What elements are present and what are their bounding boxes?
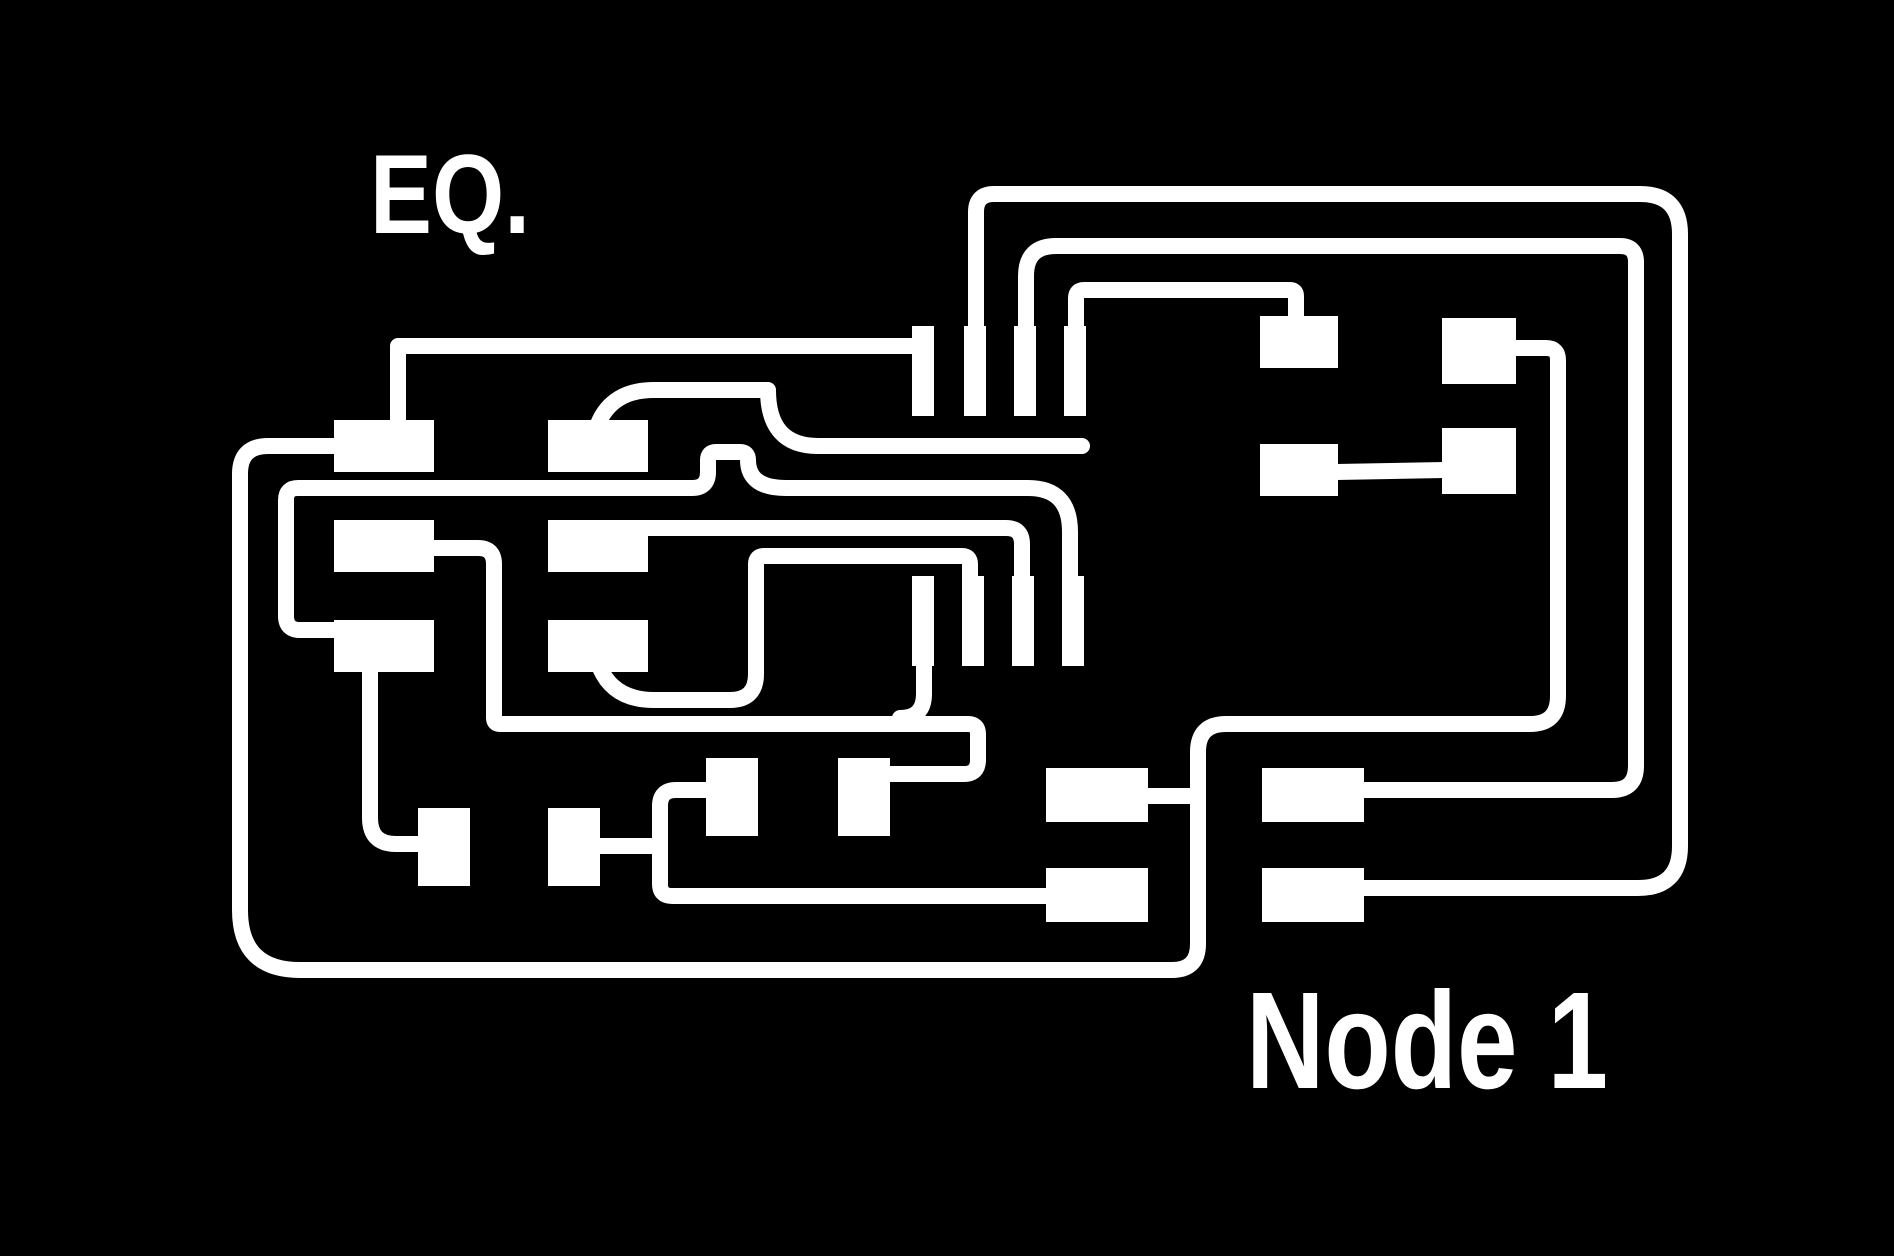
trace-left-column-down (362, 660, 428, 852)
trace-lower-pad-link (592, 782, 716, 854)
pad-lower-right-1 (1046, 768, 1148, 822)
trace-right-pad-link (1328, 462, 1452, 480)
trace-u-curve (592, 548, 978, 708)
pad-mid-1 (548, 420, 648, 472)
trace-lower-long (652, 838, 1064, 904)
pad-upper-right-4 (1442, 428, 1516, 494)
pad-left-1 (334, 420, 434, 472)
trace-outer-right-loop (968, 186, 1688, 896)
pads (334, 316, 1516, 922)
pad-upper-right-3 (1260, 444, 1338, 496)
pad-lower-left-1 (418, 808, 470, 886)
trace-mid-horizontal-1 (278, 444, 1078, 638)
trace-upper-arc (590, 382, 1090, 454)
pad-header-top-2 (964, 326, 986, 416)
pad-header-bottom-1 (912, 576, 934, 666)
trace-header-to-pad (1068, 282, 1304, 343)
trace-outer-left-loop (232, 340, 1566, 978)
trace-left-mid-loop (424, 540, 986, 782)
pad-header-top-3 (1014, 326, 1036, 416)
pad-left-3 (334, 620, 434, 672)
trace-mid-horizontal-2 (594, 520, 1030, 590)
pad-header-bottom-2 (962, 576, 984, 666)
pad-lower-left-2 (548, 808, 600, 886)
pad-header-top-1 (912, 326, 934, 416)
pad-upper-right-2 (1442, 318, 1516, 384)
pad-header-bottom-3 (1012, 576, 1034, 666)
pad-mid-2 (548, 520, 648, 572)
traces (232, 186, 1688, 978)
pad-mid-3 (548, 620, 648, 672)
pad-left-2 (334, 520, 434, 572)
pad-lower-right-4 (1262, 868, 1364, 922)
pad-upper-right-1 (1260, 316, 1338, 368)
board-label-bottom: Node 1 (1246, 964, 1608, 1118)
pad-lower-mid-1 (706, 758, 758, 836)
pad-header-top-4 (1064, 326, 1086, 416)
trace-top-left-to-header (390, 338, 932, 428)
trace-inner-right-loop (1018, 238, 1644, 798)
pad-lower-right-3 (1262, 768, 1364, 822)
pad-lower-mid-2 (838, 758, 890, 836)
pad-header-bottom-4 (1062, 576, 1084, 666)
trace-header-pin-down (892, 652, 932, 726)
pad-lower-right-2 (1046, 868, 1148, 922)
board-label-top: EQ. (370, 132, 530, 257)
